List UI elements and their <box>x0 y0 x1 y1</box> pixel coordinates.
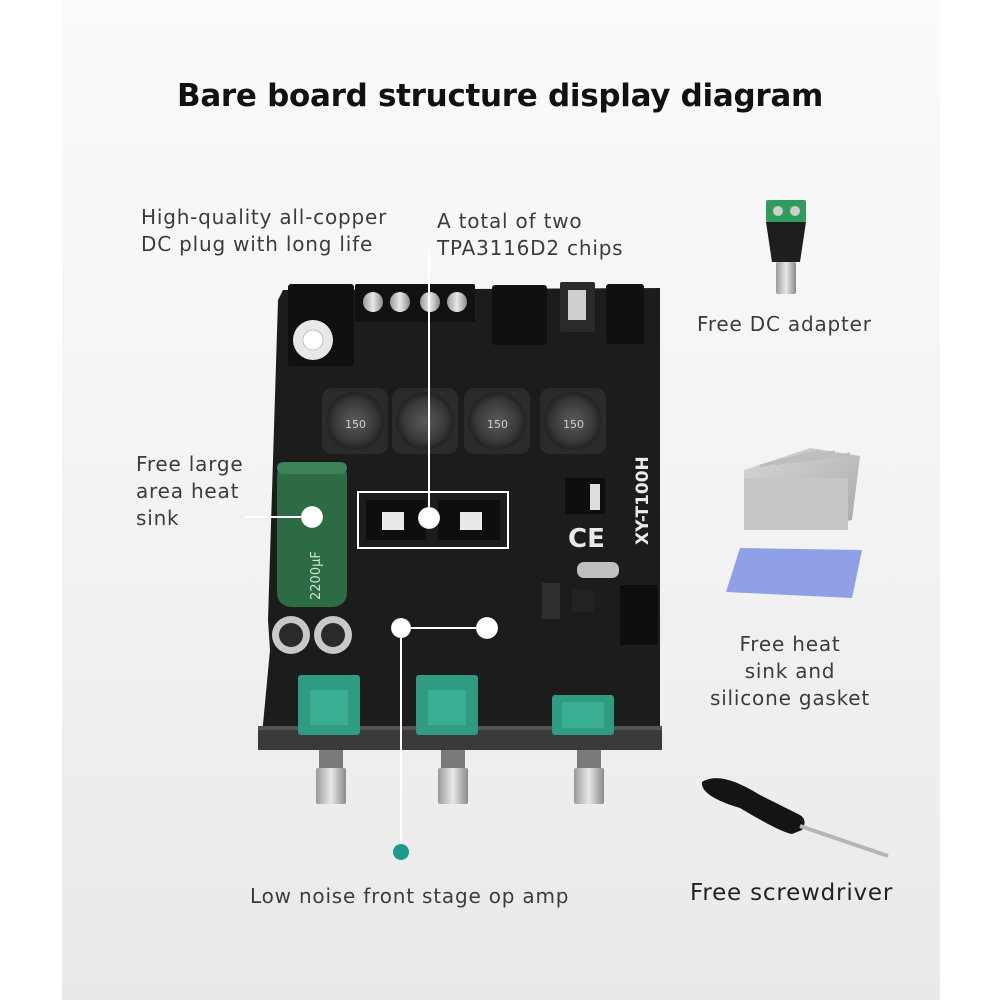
inductor-label-3: 150 <box>487 418 508 431</box>
screwdriver-label: Free screwdriver <box>690 880 894 906</box>
page-title: Bare board structure display diagram <box>176 78 823 114</box>
dc-jack <box>288 284 354 366</box>
board-model-text: XY-T100H <box>633 456 653 545</box>
screwdriver-image <box>701 778 889 858</box>
callout-lines <box>245 250 487 848</box>
inductor-label-4: 150 <box>563 418 584 431</box>
inductors <box>322 388 606 454</box>
chip-highlight <box>357 491 509 549</box>
audio-jacks <box>492 282 644 345</box>
silicone-gasket-image <box>726 548 862 598</box>
op-amp-dot <box>393 844 409 860</box>
heat-sink-label: Free large area heat sink <box>136 452 244 530</box>
dc-adapter-label: Free DC adapter <box>697 312 872 336</box>
dc-adapter-image <box>766 200 806 294</box>
heat-sink-image <box>744 448 860 530</box>
chips-label: A total of two TPA3116D2 chips <box>437 209 624 260</box>
capacitors-small <box>272 616 352 654</box>
small-components <box>542 562 658 645</box>
callout-dots <box>300 329 499 640</box>
inductor-label-1: 150 <box>345 418 366 431</box>
capacitor-label: 2200µF <box>309 551 324 600</box>
ce-mark: CE <box>568 524 605 554</box>
regulator <box>565 478 605 514</box>
knob-shafts <box>316 750 604 804</box>
potentiometers <box>298 675 614 735</box>
heat-sink-gasket-label: Free heat sink and silicone gasket <box>709 632 871 710</box>
terminal-block <box>355 284 475 322</box>
capacitor-large <box>277 462 347 607</box>
dc-plug-label: High-quality all-copper DC plug with lon… <box>141 205 388 256</box>
op-amp-label: Low noise front stage op amp <box>250 884 570 908</box>
